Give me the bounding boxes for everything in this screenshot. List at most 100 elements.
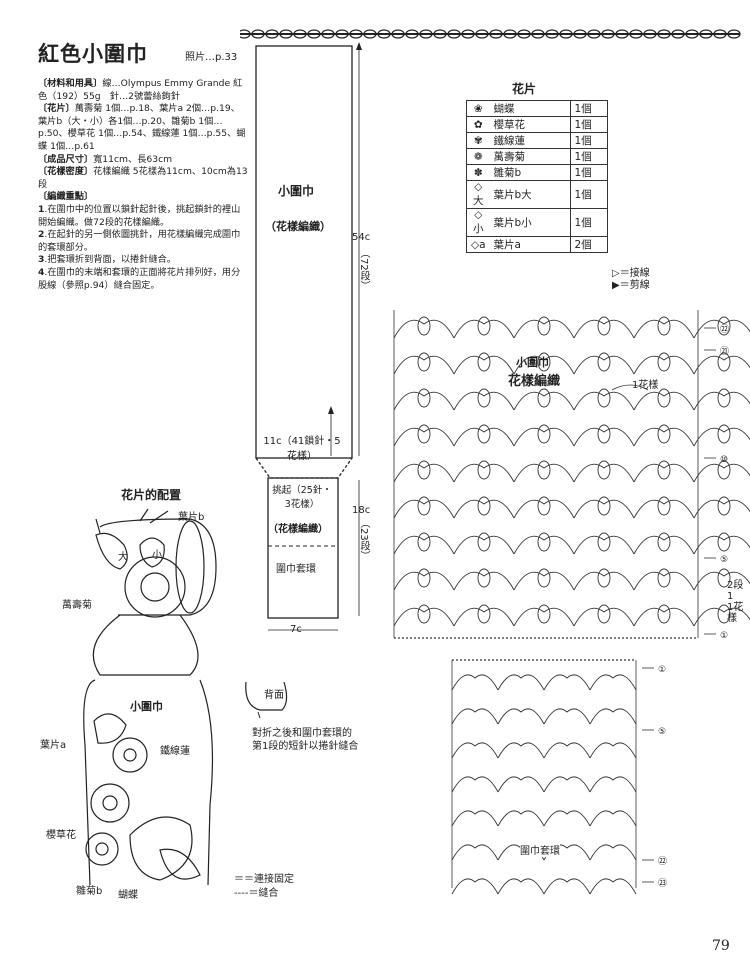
shell-stitch [657,424,671,444]
chain-arch [573,391,635,411]
row-marker-label: ㉓ [658,878,667,889]
shell-stitch [477,604,491,624]
legend-sew: ----＝縫合 [234,888,279,899]
chart-repeat-label: 1花樣 [632,380,659,391]
chain-arch [513,535,575,555]
chain-arch [573,319,635,339]
fold-note-2: 第1段的短針以捲針縫合 [252,741,359,752]
chain-arch [693,427,750,447]
chain-arch [453,319,515,339]
shell-stitch [597,460,611,480]
shell-stitch [477,532,491,552]
placement-leaf-b: 葉片b [178,512,205,523]
chain-arch [453,463,515,483]
placement-marigold: 萬壽菊 [62,600,92,611]
shell-stitch [657,568,671,588]
chain-arch [693,319,750,339]
row-marker-label: ㉒ [720,324,729,335]
chain-arch [393,463,455,483]
loop-arch [497,776,545,793]
motifs-line: 〔花片〕萬壽菊 1個…p.18、葉片a 2個…p.19、葉片b（大・小）各1個…… [38,103,246,152]
shell-stitch [717,316,731,336]
fold-back-label: 背面 [264,690,284,701]
chart-loop-label: 圍巾套環 [520,842,560,857]
chain-arch [573,571,635,591]
shell-stitch [537,352,551,372]
size-line: 〔成品尺寸〕寬11cm、長63cm [38,153,173,165]
loop-arch [589,674,637,691]
shell-stitch [537,496,551,516]
chain-arch [453,607,515,627]
shell-stitch [537,424,551,444]
chain-arch [633,463,695,483]
loop-arch [451,844,499,861]
leaf-a-icon: ◇a [465,236,490,253]
chain-arch [393,607,455,627]
schematic-length-rows: （72段） [358,248,369,291]
placement-small: 小 [152,550,162,561]
chain-arch [453,499,515,519]
shell-stitch [417,388,431,408]
chain-arch [393,499,455,519]
loop-arch [497,742,545,759]
chain-arch [633,499,695,519]
loop-arch [497,878,545,895]
chain-arch [513,463,575,483]
legend-attach: ＝＝連接固定 [234,874,294,885]
shell-stitch [717,604,731,624]
chart-scarf-label: 小圍巾 [516,356,549,369]
loop-arch [543,708,591,725]
row-marker-label: ① [720,631,728,641]
shell-stitch [417,352,431,372]
shell-stitch [477,424,491,444]
filled-triangle-icon: ▶ [612,280,620,291]
legend-join: ▷＝接線 [612,268,650,279]
repeat-bracket [611,384,649,391]
row-marker-label: ⑩ [720,455,728,465]
shell-stitch [537,460,551,480]
chain-arch [573,535,635,555]
parts-table-title: 花片 [512,82,537,96]
row-marker-label: ㉒ [658,856,667,867]
marigold-icon: ❁ [465,148,490,165]
shell-stitch [717,388,731,408]
shell-stitch [537,604,551,624]
schematic-loop-pattern: （花樣編織） [268,524,328,535]
chain-arch [693,607,750,627]
shell-stitch [717,424,731,444]
chain-arch [393,319,455,339]
placement-daisy: 雛菊b [76,886,103,897]
schematic-loop-length: 18c [352,505,371,516]
chain-arch [393,355,455,375]
gauge-line: 〔花樣密度〕花樣編織 5花樣為11cm、10cm為13段 [38,166,248,190]
chain-arch [453,391,515,411]
shell-stitch [657,532,671,552]
schematic-length: 54c [352,232,371,243]
loop-arch [589,810,637,827]
chain-arch [633,355,695,375]
loop-arch [589,708,637,725]
schematic-pattern-label: （花樣編織） [265,220,331,233]
shell-stitch [597,496,611,516]
shell-stitch [717,568,731,588]
chain-arch [513,571,575,591]
placement-leaf-a: 葉片a [40,740,67,751]
chain-arch [693,391,750,411]
daisy-icon: ✽ [465,164,490,181]
shell-stitch [657,496,671,516]
shell-stitch [717,352,731,372]
chain-arch [513,499,575,519]
chain-arch [453,427,515,447]
chain-arch [453,355,515,375]
chain-arch [513,391,575,411]
shell-stitch [717,496,731,516]
page-title: 紅色小圍巾 [38,42,148,66]
